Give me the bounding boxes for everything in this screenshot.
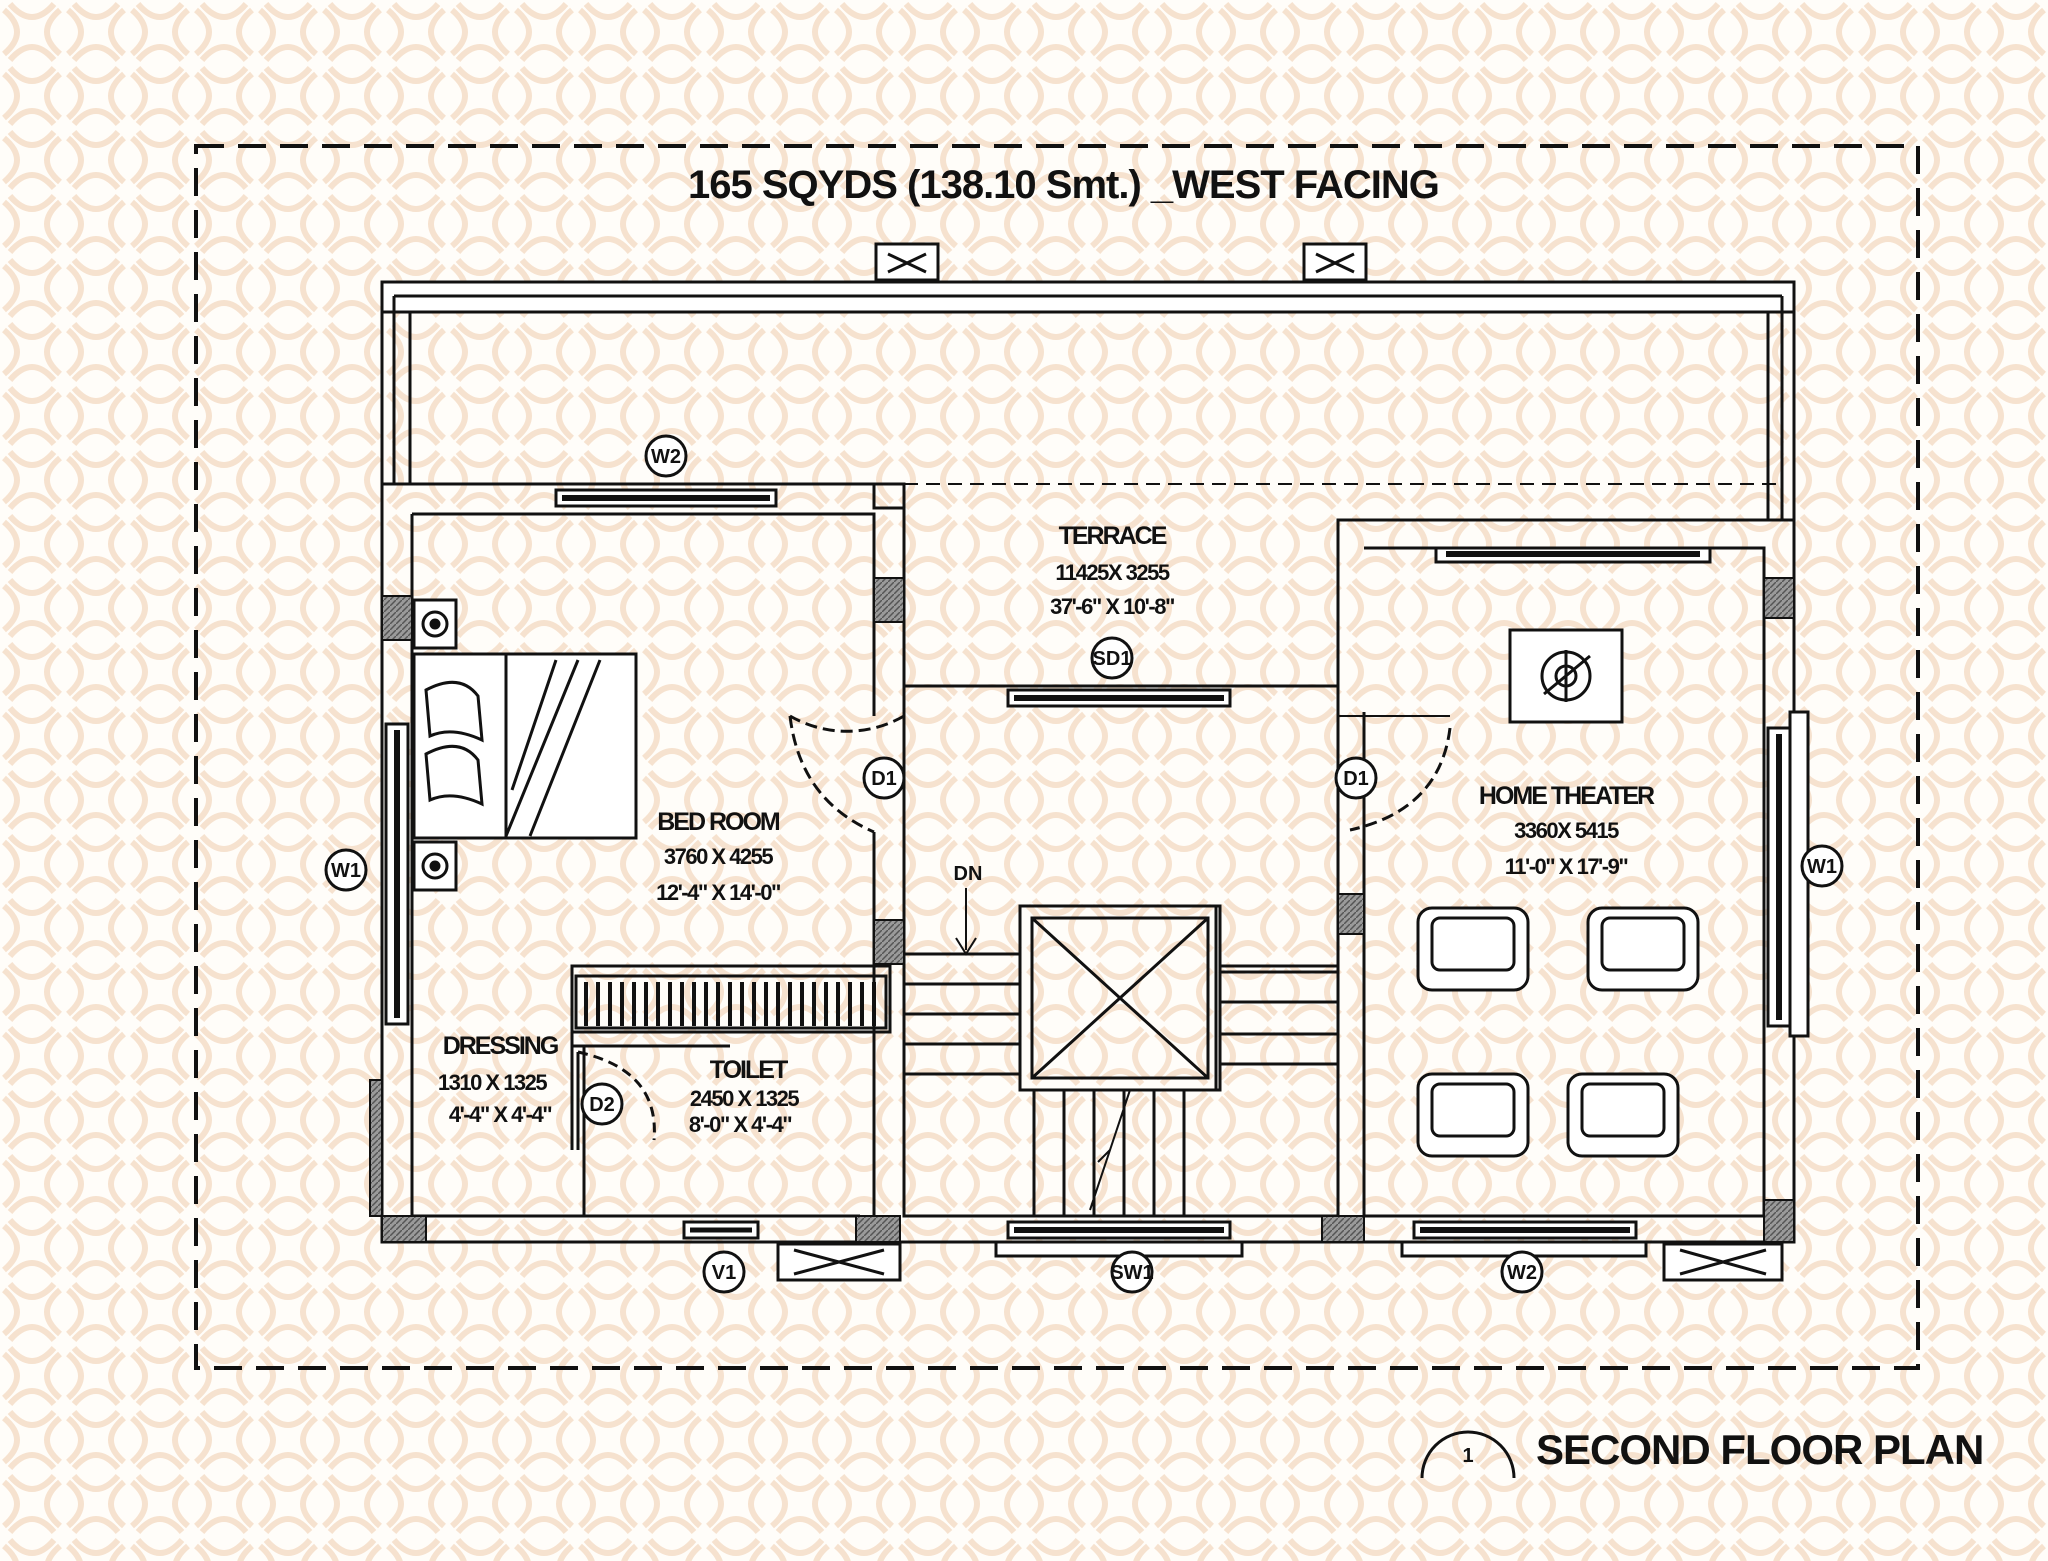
room-dim-ft-dressing: 4'-4" X 4'-4" bbox=[449, 1102, 551, 1127]
plan-number-arc bbox=[1420, 1430, 1516, 1479]
door-swings bbox=[576, 714, 1452, 1150]
opening-tag-d1-right: D1 bbox=[1334, 756, 1378, 800]
tag-w1-left: W1 bbox=[331, 860, 361, 882]
room-dim-mm-toilet: 2450 X 1325 bbox=[690, 1086, 800, 1111]
plan-title-block: 1 SECOND FLOOR PLAN bbox=[1420, 1426, 1984, 1479]
opening-tag-d1-left: D1 bbox=[862, 756, 906, 800]
opening-tag-w2-bottom: W2 bbox=[1500, 1250, 1544, 1294]
sofa-1 bbox=[1416, 906, 1530, 992]
staircase bbox=[904, 888, 1338, 1216]
opening-tag-w2-top: W2 bbox=[644, 434, 688, 478]
tag-v1: V1 bbox=[712, 1262, 736, 1284]
structural-columns bbox=[369, 577, 1795, 1243]
tag-d1-right: D1 bbox=[1343, 768, 1369, 790]
opening-tag-w1-left: W1 bbox=[324, 848, 368, 892]
room-dim-mm-home-theater: 3360X 5415 bbox=[1514, 818, 1619, 843]
room-dim-ft-toilet: 8'-0" X 4'-4" bbox=[689, 1112, 791, 1137]
plan-header-title: 165 SQYDS (138.10 Smt.) _WEST FACING bbox=[688, 163, 1439, 207]
bottom-vents bbox=[776, 1242, 1784, 1282]
room-dim-ft-terrace: 37'-6" X 10'-8" bbox=[1050, 594, 1174, 619]
home-theater-furniture bbox=[1416, 628, 1700, 1158]
room-dressing: DRESSING 1310 X 1325 4'-4" X 4'-4" bbox=[438, 1032, 560, 1127]
double-bed bbox=[412, 598, 638, 892]
room-name-dressing: DRESSING bbox=[443, 1032, 558, 1060]
sofa-3 bbox=[1416, 1072, 1530, 1158]
tag-d2: D2 bbox=[589, 1094, 615, 1116]
room-name-home-theater: HOME THEATER bbox=[1479, 782, 1655, 810]
tag-sd1: SD1 bbox=[1093, 648, 1132, 670]
window-openings bbox=[384, 488, 1810, 1258]
room-name-bedroom: BED ROOM bbox=[657, 808, 780, 836]
room-home-theater: HOME THEATER 3360X 5415 11'-0" X 17'-9" bbox=[1479, 782, 1657, 879]
opening-tag-v1: V1 bbox=[702, 1250, 746, 1294]
sofa-4 bbox=[1566, 1072, 1680, 1158]
sofa-2 bbox=[1586, 906, 1700, 992]
tag-sw1: SW1 bbox=[1110, 1262, 1153, 1284]
plan-number: 1 bbox=[1462, 1445, 1473, 1467]
opening-tag-d2: D2 bbox=[580, 1082, 624, 1126]
room-dim-ft-home-theater: 11'-0" X 17'-9" bbox=[1505, 854, 1628, 879]
parapet-vents bbox=[874, 242, 1368, 282]
room-dim-ft-bedroom: 12'-4" X 14'-0" bbox=[656, 880, 780, 905]
tag-d1-left: D1 bbox=[871, 768, 897, 790]
room-dim-mm-terrace: 11425X 3255 bbox=[1055, 560, 1169, 585]
opening-tag-sd1: SD1 bbox=[1090, 636, 1134, 680]
room-dim-mm-dressing: 1310 X 1325 bbox=[438, 1070, 548, 1095]
stair-down-label: DN bbox=[954, 863, 983, 885]
opening-tag-w1-right: W1 bbox=[1800, 844, 1844, 888]
tag-w1-right: W1 bbox=[1807, 856, 1837, 878]
room-bedroom: BED ROOM 3760 X 4255 12'-4" X 14'-0" bbox=[656, 808, 782, 905]
plot-boundary bbox=[194, 144, 1920, 1370]
room-terrace: TERRACE 11425X 3255 37'-6" X 10'-8" bbox=[1050, 522, 1175, 619]
tag-w2-bottom: W2 bbox=[1507, 1262, 1537, 1284]
plan-title: SECOND FLOOR PLAN bbox=[1536, 1426, 1983, 1473]
room-toilet: TOILET 2450 X 1325 8'-0" X 4'-4" bbox=[689, 1056, 801, 1137]
room-dim-mm-bedroom: 3760 X 4255 bbox=[664, 844, 774, 869]
tag-w2-top: W2 bbox=[651, 446, 681, 468]
room-name-terrace: TERRACE bbox=[1059, 522, 1167, 550]
wardrobe bbox=[570, 964, 892, 1034]
opening-tag-sw1: SW1 bbox=[1110, 1250, 1154, 1294]
room-name-toilet: TOILET bbox=[710, 1056, 788, 1084]
